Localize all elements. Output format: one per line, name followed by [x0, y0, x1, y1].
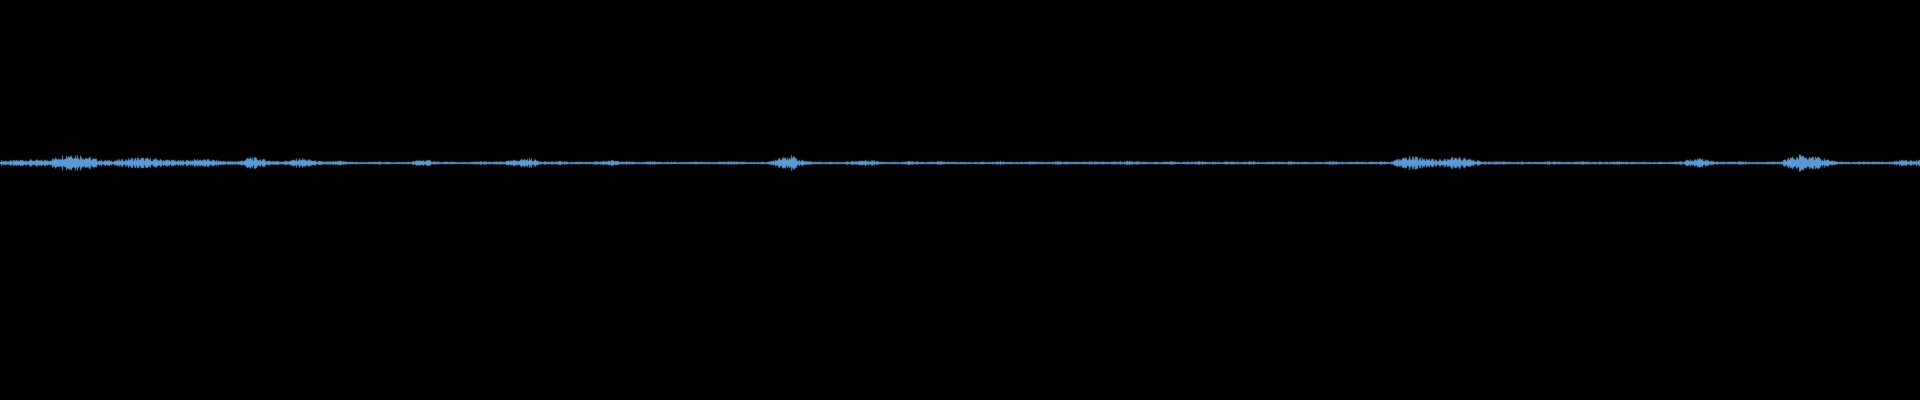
audio-waveform-track	[0, 0, 1920, 400]
waveform-canvas[interactable]	[0, 0, 1920, 400]
